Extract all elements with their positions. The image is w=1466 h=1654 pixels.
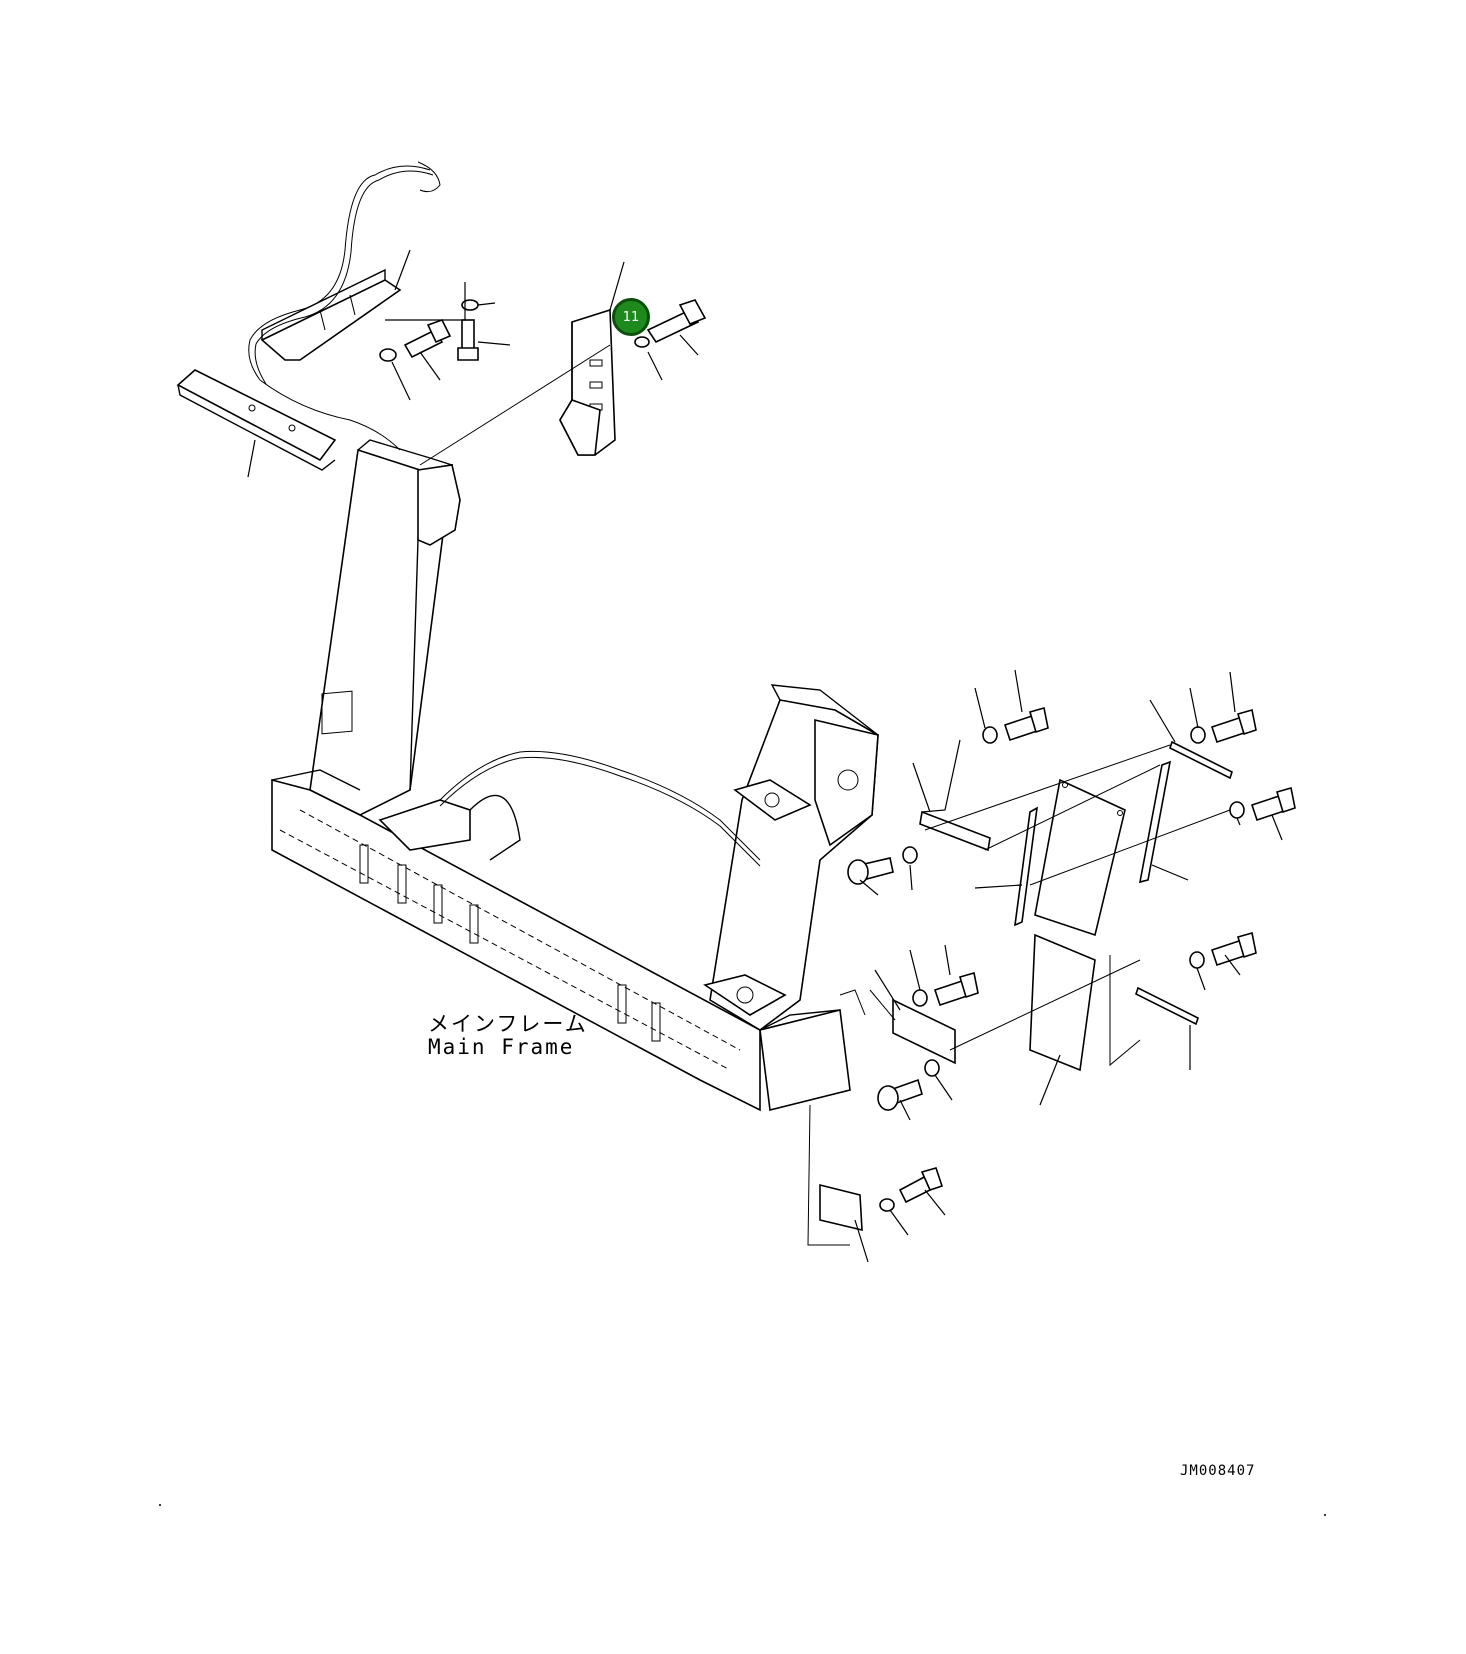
bolt-icon: [646, 299, 707, 344]
harness-tray-upper: [260, 268, 402, 361]
bolt-icon: [1210, 931, 1257, 967]
wiring-harness: [248, 161, 761, 867]
harness-tray-lower: [176, 369, 337, 471]
mounting-bracket: [559, 308, 616, 456]
document-code: JM008407: [1180, 1463, 1256, 1479]
bolt-icon: [898, 1167, 944, 1204]
bolt-icon: [1003, 706, 1049, 742]
bolt-icon: [847, 857, 894, 885]
frame-label-japanese: メインフレーム: [428, 1012, 588, 1036]
bolt-icon: [1210, 708, 1257, 744]
cover-plates: [1029, 778, 1126, 1072]
main-frame: [271, 439, 879, 1112]
bolt-icon: [877, 1078, 923, 1111]
bolt-icon: [403, 319, 452, 359]
frame-label-english: Main Frame: [428, 1035, 575, 1059]
bolts-and-washers: [379, 299, 1296, 1212]
leader-lines: [247, 249, 1283, 1263]
bolt-icon: [1250, 786, 1296, 822]
bracket-strips: [819, 740, 1233, 1232]
bolt-icon: [457, 319, 479, 361]
bolt-icon: [933, 971, 979, 1007]
callout-badge[interactable]: 11: [612, 298, 650, 336]
